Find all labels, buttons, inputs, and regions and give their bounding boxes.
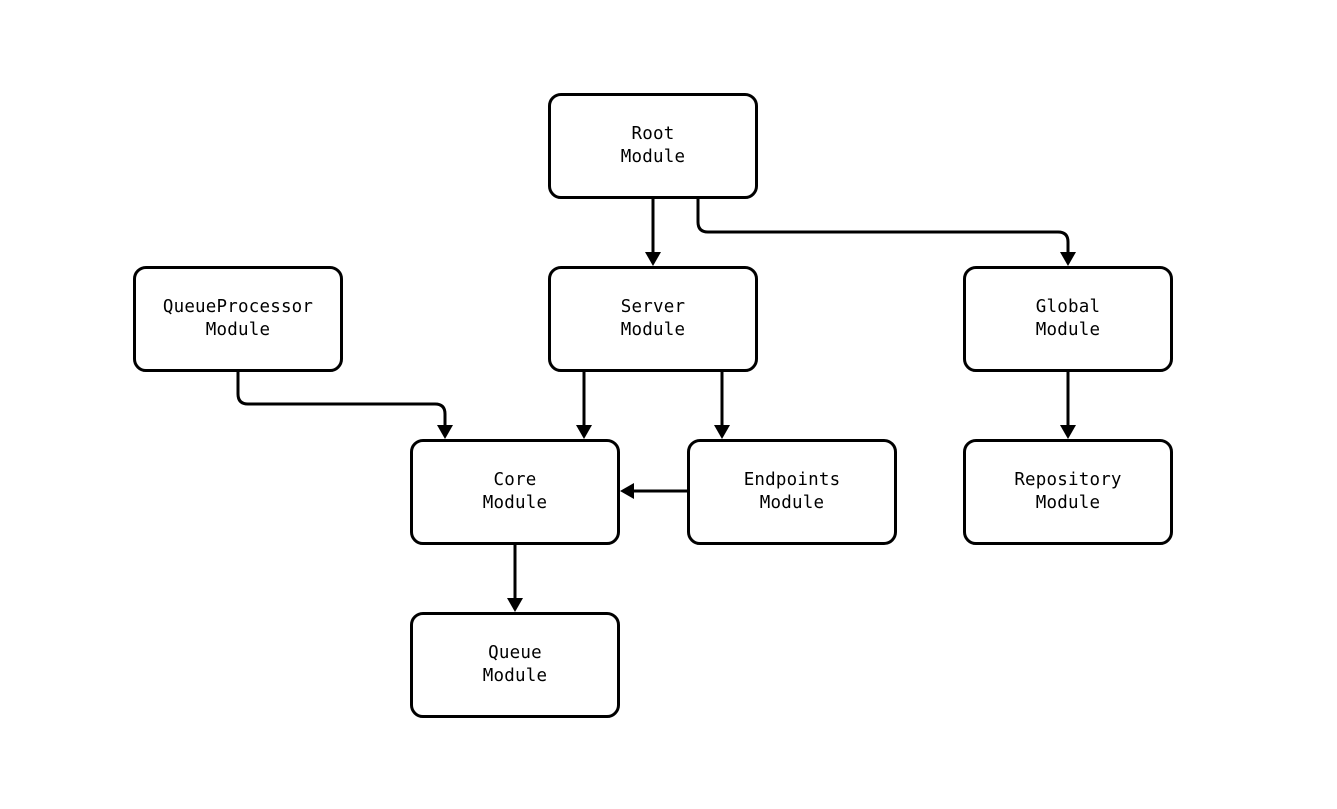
- node-label-kind: Module: [759, 493, 825, 513]
- node-label-kind: Module: [205, 320, 271, 340]
- arrowhead-icon: [620, 483, 634, 499]
- node-label-kind: Module: [620, 147, 686, 167]
- edge-root-to-global: [696, 199, 1076, 266]
- arrowhead-icon: [507, 598, 523, 612]
- edge-line: [236, 372, 447, 426]
- node-label-name: Root: [631, 124, 675, 144]
- edge-endpoints-to-core: [620, 483, 687, 499]
- node-label-kind: Module: [620, 320, 686, 340]
- edge-line: [696, 199, 1070, 253]
- node-label-name: QueueProcessor: [162, 297, 314, 317]
- edge-queueprocessor-to-core: [236, 372, 453, 439]
- arrowhead-icon: [714, 425, 730, 439]
- node-label-name: Repository: [1014, 470, 1122, 490]
- node-label-name: Queue: [488, 643, 542, 663]
- edge-server-to-endpoints: [714, 372, 730, 439]
- arrowhead-icon: [1060, 252, 1076, 266]
- node-label-name: Endpoints: [743, 470, 841, 490]
- node-label-name: Global: [1035, 297, 1101, 317]
- node-label-kind: Module: [1035, 493, 1101, 513]
- arrowhead-icon: [576, 425, 592, 439]
- node-label-name: Server: [620, 297, 686, 317]
- edge-root-to-server: [645, 199, 661, 266]
- edge-global-to-repository: [1060, 372, 1076, 439]
- node-label-kind: Module: [1035, 320, 1101, 340]
- node-label-name: Core: [493, 470, 537, 490]
- edge-server-to-core: [576, 372, 592, 439]
- node-label-kind: Module: [482, 666, 548, 686]
- arrowhead-icon: [437, 425, 453, 439]
- edge-core-to-queue: [507, 545, 523, 612]
- arrowhead-icon: [645, 252, 661, 266]
- node-label-kind: Module: [482, 493, 548, 513]
- arrowhead-icon: [1060, 425, 1076, 439]
